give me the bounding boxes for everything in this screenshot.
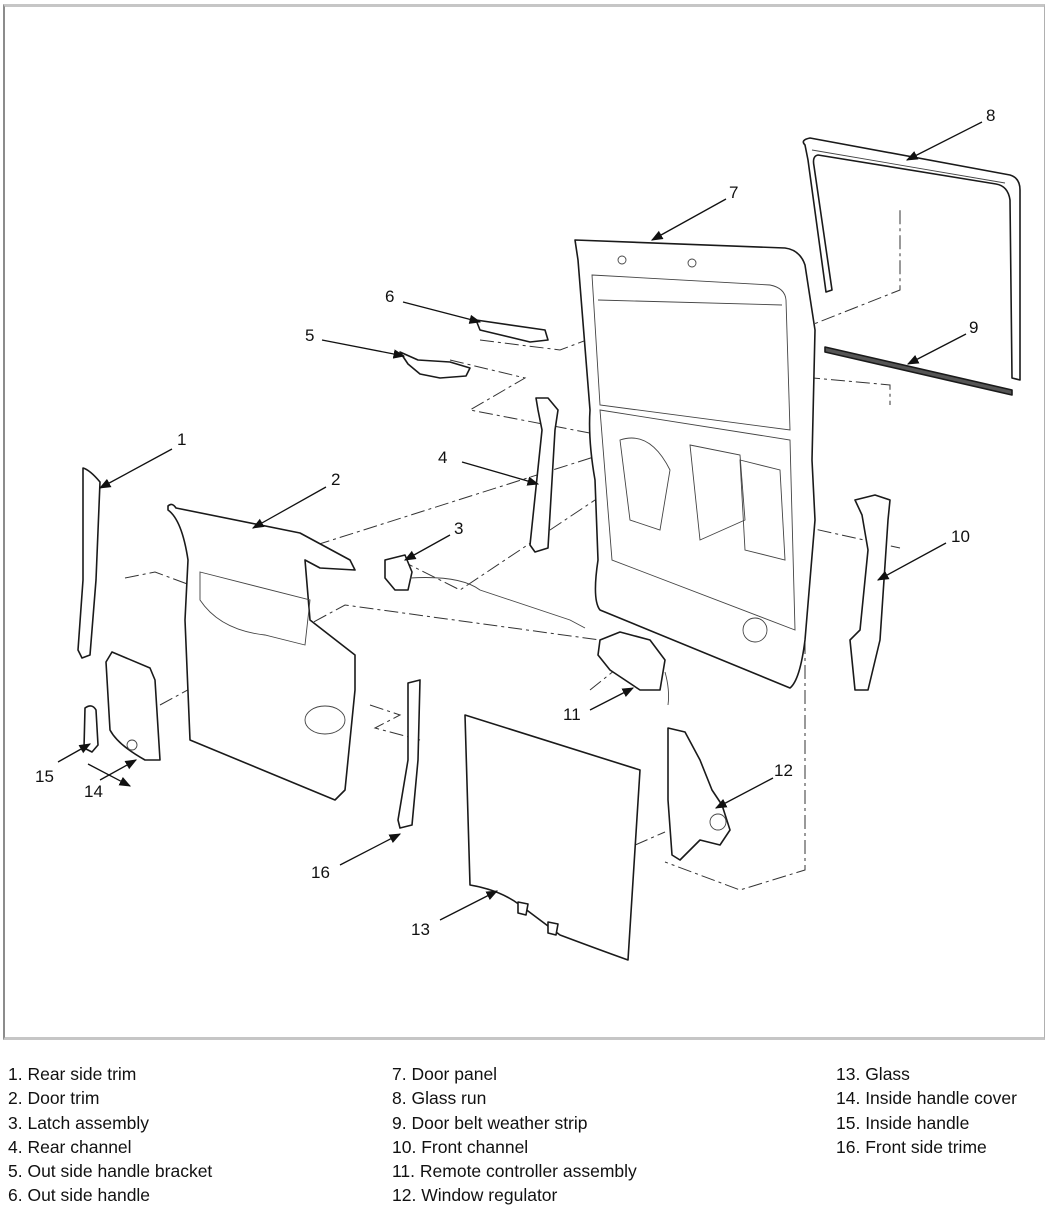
callout-8: 8: [986, 106, 995, 125]
legend-column-3: 13. Glass 14. Inside handle cover 15. In…: [836, 1062, 1017, 1159]
legend-item: 3. Latch assembly: [8, 1112, 150, 1133]
legend-item: 7. Door panel: [392, 1064, 498, 1084]
part-rear-side-trim: [77, 467, 101, 659]
callout-12: 12: [774, 761, 793, 780]
legend-item: 13. Glass: [836, 1064, 910, 1084]
legend-item: 16. Front side trime: [836, 1136, 987, 1157]
part-rear-channel: [529, 397, 559, 553]
callout-7: 7: [729, 183, 738, 202]
legend-item: 10. Front channel: [392, 1136, 529, 1157]
callout-14: 14: [84, 782, 103, 801]
part-front-side-trim: [397, 679, 421, 829]
callout-15: 15: [35, 767, 54, 786]
callout-labels: 1 2 3 4 5 6 7 8 9 10 11 12 13 14 15 16: [35, 106, 995, 939]
legend-item: 11. Remote controller assembly: [392, 1161, 637, 1182]
part-inside-handle-cover: [105, 651, 161, 761]
parts-legend: 1. Rear side trim 2. Door trim 3. Latch …: [0, 1062, 1050, 1210]
callout-3: 3: [454, 519, 463, 538]
callout-2: 2: [331, 470, 340, 489]
callout-11: 11: [563, 705, 581, 724]
callout-5: 5: [305, 326, 314, 345]
legend-item: 8. Glass run: [392, 1088, 487, 1109]
legend-item: 9. Door belt weather strip: [392, 1112, 588, 1133]
legend-item: 14. Inside handle cover: [836, 1088, 1017, 1109]
part-remote-controller-assembly: [597, 631, 670, 706]
legend-column-2: 7. Door panel 8. Glass run 9. Door belt …: [392, 1062, 637, 1208]
legend-item: 6. Out side handle: [8, 1185, 151, 1206]
callout-13: 13: [411, 920, 430, 939]
part-door-belt-weather-strip: [824, 346, 1013, 396]
part-glass-run: [802, 137, 1021, 381]
part-glass: [464, 714, 641, 961]
callout-16: 16: [311, 863, 330, 882]
exploded-diagram: 1 2 3 4 5 6 7 8 9 10 11 12 13 14 15 16: [35, 106, 1021, 961]
legend-item: 2. Door trim: [8, 1088, 100, 1109]
part-front-channel: [849, 494, 891, 691]
part-door-trim: [167, 503, 356, 801]
callout-4: 4: [438, 448, 447, 467]
leader-lines: [57, 121, 983, 921]
part-out-side-handle-bracket: [399, 351, 471, 379]
legend-item: 15. Inside handle: [836, 1112, 970, 1133]
part-inside-handle: [83, 705, 99, 753]
part-latch-assembly: [384, 554, 586, 629]
legend-item: 12. Window regulator: [392, 1185, 558, 1206]
legend-column-1: 1. Rear side trim 2. Door trim 3. Latch …: [8, 1062, 212, 1208]
legend-item: 5. Out side handle bracket: [8, 1161, 213, 1182]
part-window-regulator: [667, 727, 731, 861]
callout-1: 1: [177, 430, 186, 449]
legend-item: 1. Rear side trim: [8, 1064, 137, 1084]
callout-10: 10: [951, 527, 970, 546]
part-out-side-handle: [475, 319, 549, 343]
legend-item: 4. Rear channel: [8, 1136, 132, 1157]
callout-6: 6: [385, 287, 394, 306]
callout-9: 9: [969, 318, 978, 337]
part-door-panel: [574, 239, 816, 689]
